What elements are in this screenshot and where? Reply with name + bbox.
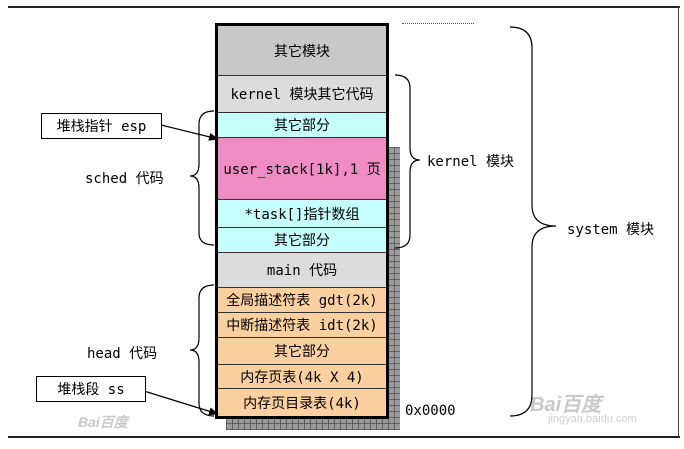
watermark-small: Bai百度 xyxy=(78,414,128,430)
head-brace xyxy=(189,284,215,417)
esp-arrow xyxy=(160,124,219,141)
sched-label: sched 代码 xyxy=(85,171,164,187)
kernel-label: kernel 模块 xyxy=(427,154,515,170)
bottom-border xyxy=(8,436,680,438)
sched-brace xyxy=(189,110,215,246)
stack-pointer-callout: 堆栈指针 esp xyxy=(41,113,162,139)
block-other-part-2: 其它部分 xyxy=(218,228,386,253)
block-gdt: 全局描述符表 gdt(2k) xyxy=(218,288,386,313)
block-other-part-1: 其它部分 xyxy=(218,113,386,138)
address-label: 0x0000 xyxy=(405,403,456,419)
system-brace xyxy=(509,26,557,417)
watermark-logo: Bai百度 xyxy=(530,394,602,416)
block-task-array: *task[]指针数组 xyxy=(218,200,386,228)
block-page-directory: 内存页目录表(4k) xyxy=(218,389,386,416)
ss-arrow xyxy=(143,390,219,416)
block-other-part-3: 其它部分 xyxy=(218,338,386,365)
kernel-brace xyxy=(394,74,421,249)
block-user-stack: user_stack[1k],1 页 xyxy=(218,138,386,200)
block-other-modules: 其它模块 xyxy=(218,26,386,76)
block-idt: 中断描述符表 idt(2k) xyxy=(218,313,386,338)
top-border xyxy=(8,6,680,8)
block-main-code: main 代码 xyxy=(218,253,386,288)
dotted-line xyxy=(402,23,474,24)
block-kernel-other-code: kernel 模块其它代码 xyxy=(218,76,386,113)
memory-stack: 其它模块 kernel 模块其它代码 其它部分 user_stack[1k],1… xyxy=(215,23,389,419)
head-label: head 代码 xyxy=(87,346,158,362)
right-border xyxy=(678,6,679,438)
stack-segment-callout: 堆栈段 ss xyxy=(36,376,146,402)
system-label: system 模块 xyxy=(567,222,655,238)
watermark-url: jingyan.baidu.com xyxy=(548,413,637,425)
block-page-tables: 内存页表(4k X 4) xyxy=(218,365,386,389)
